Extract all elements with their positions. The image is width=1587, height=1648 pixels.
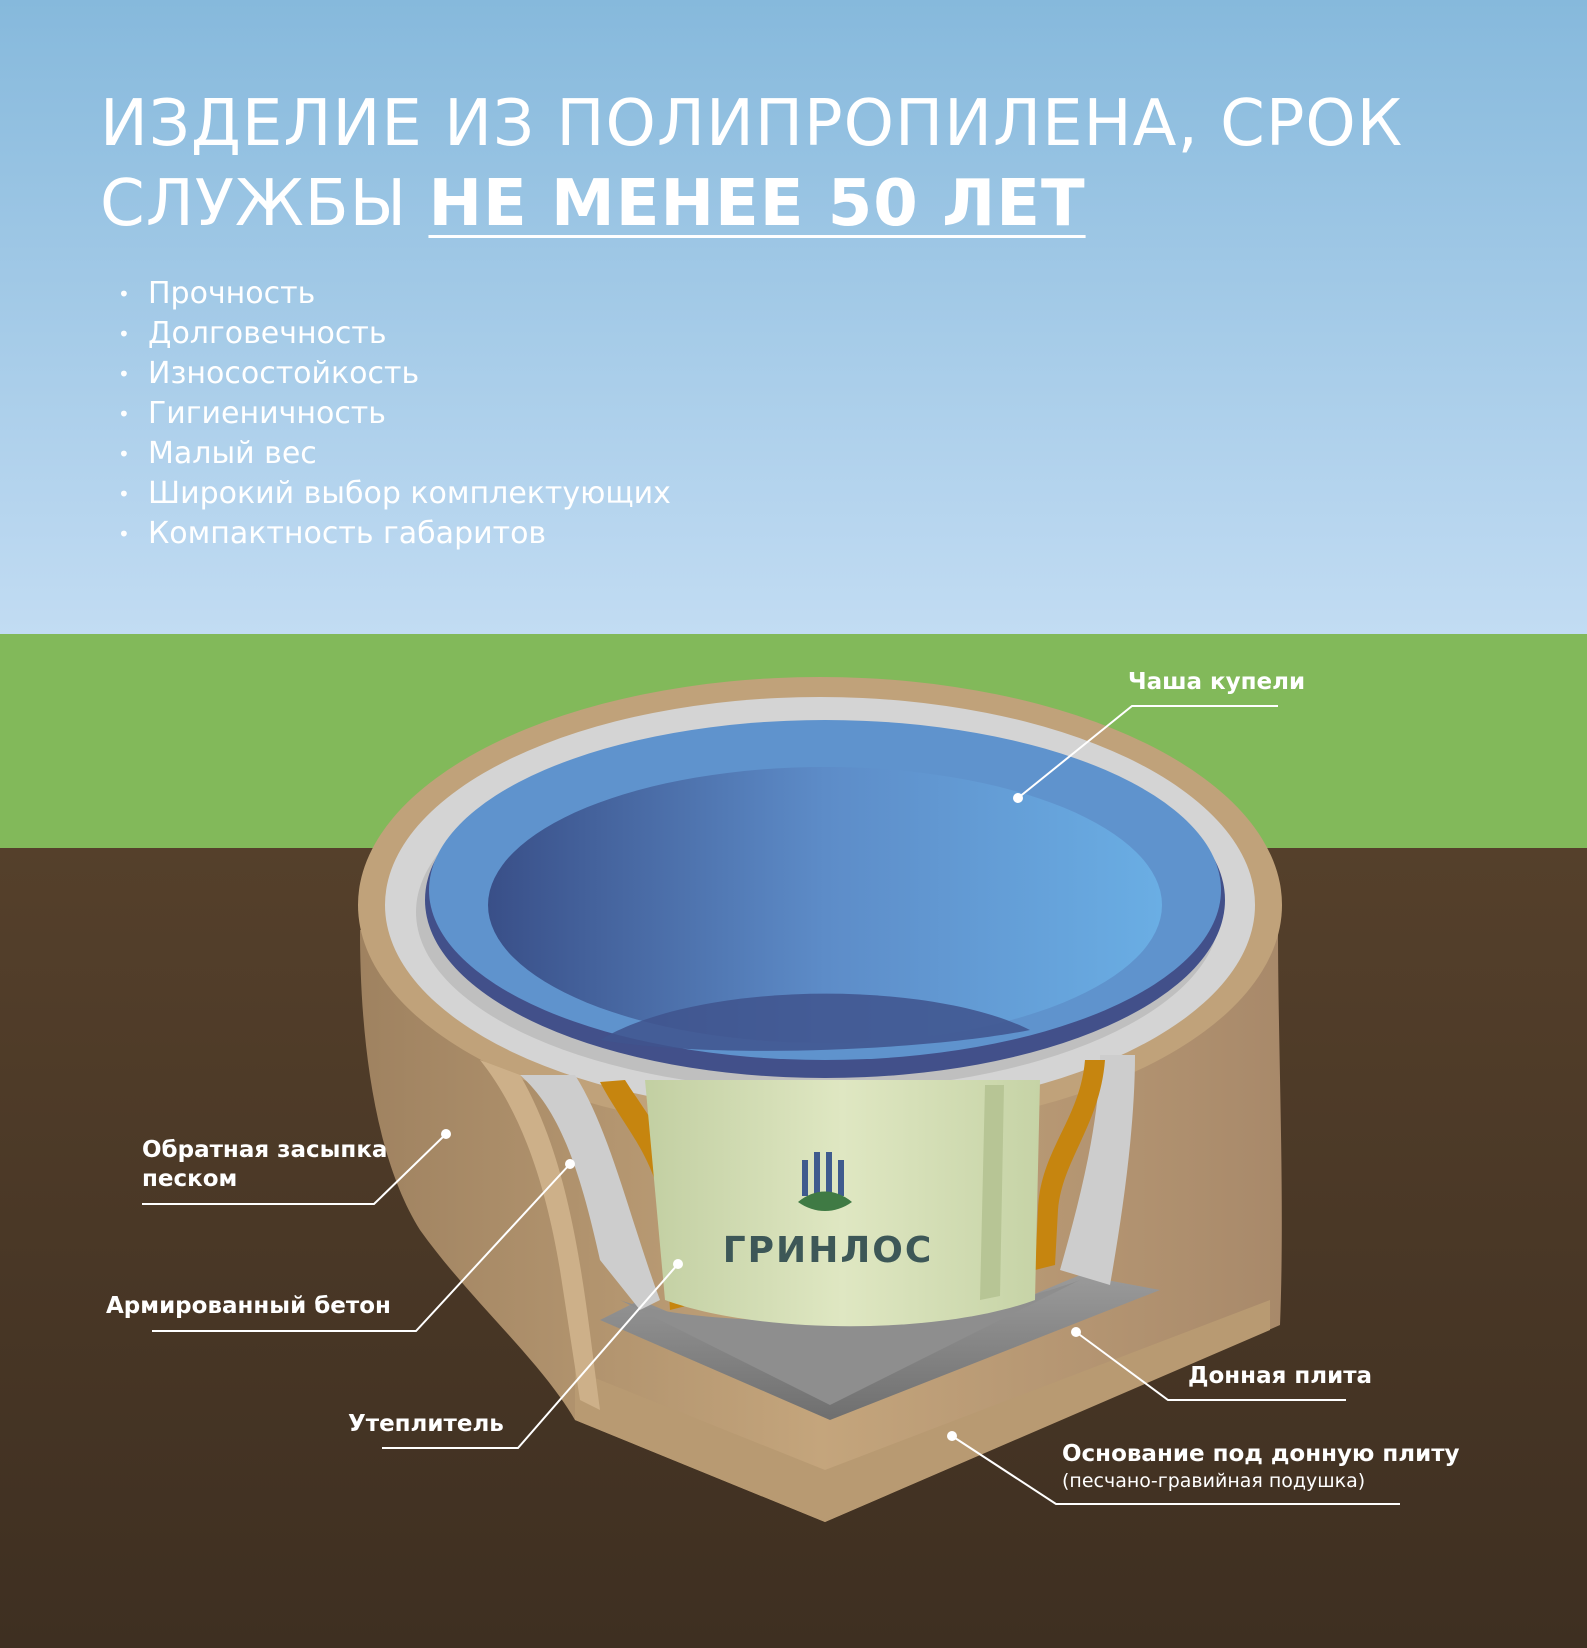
- bottom-slab-cut: [600, 1275, 1160, 1420]
- insulation-right: [1035, 1060, 1105, 1270]
- label-insulation: Утеплитель: [348, 1411, 504, 1437]
- bowl-inside: [488, 767, 1162, 1043]
- feature-item: Широкий выбор комплектующих: [118, 474, 671, 514]
- leader-lines: [142, 705, 1400, 1505]
- leader-bowl: [1017, 705, 1278, 799]
- label-base-title: Основание под донную плиту: [1062, 1441, 1460, 1467]
- bowl-floor: [600, 993, 1030, 1051]
- brand-logo-icon: [798, 1152, 852, 1211]
- leader-bottom-plate: [1075, 1331, 1346, 1401]
- label-backfill-line-1: Обратная засыпка: [142, 1137, 388, 1163]
- feature-item: Гигиеничность: [118, 394, 671, 434]
- dot-bottom-plate: [1071, 1327, 1081, 1337]
- brand-name: ГРИНЛОС: [723, 1230, 934, 1271]
- headline-line-2-prefix: СЛУЖБЫ: [100, 167, 429, 241]
- label-base-subtitle: (песчано-гравийная подушка): [1062, 1470, 1366, 1492]
- leader-base: [951, 1435, 1400, 1505]
- headline-line-2: СЛУЖБЫ НЕ МЕНЕЕ 50 ЛЕТ: [100, 164, 1500, 244]
- leader-backfill: [142, 1133, 447, 1205]
- dot-base: [947, 1431, 957, 1441]
- headline: ИЗДЕЛИЕ ИЗ ПОЛИПРОПИЛЕНА, СРОК СЛУЖБЫ НЕ…: [100, 84, 1500, 244]
- dot-bowl: [1013, 793, 1023, 803]
- leader-insulation: [382, 1263, 679, 1449]
- feature-item: Прочность: [118, 274, 671, 314]
- dot-backfill: [441, 1129, 451, 1139]
- dot-concrete: [565, 1159, 575, 1169]
- base-cushion-cut: [575, 1300, 1270, 1522]
- headline-emphasis: НЕ МЕНЕЕ 50 ЛЕТ: [428, 167, 1086, 241]
- leader-concrete: [152, 1163, 571, 1332]
- concrete-wall-left: [520, 1075, 660, 1310]
- tank-rib: [980, 1085, 1004, 1300]
- dot-insulation: [673, 1259, 683, 1269]
- concrete-wall-right: [1060, 1055, 1135, 1285]
- feature-item: Малый вес: [118, 434, 671, 474]
- sand-cut-left: [480, 1060, 600, 1410]
- label-bowl: Чаша купели: [1128, 669, 1306, 695]
- feature-item: Долговечность: [118, 314, 671, 354]
- label-bottom-plate: Донная плита: [1188, 1363, 1373, 1389]
- feature-item: Компактность габаритов: [118, 514, 671, 554]
- leader-dots: [441, 793, 1081, 1441]
- headline-line-1: ИЗДЕЛИЕ ИЗ ПОЛИПРОПИЛЕНА, СРОК: [100, 87, 1404, 161]
- label-concrete: Армированный бетон: [106, 1293, 391, 1319]
- label-backfill: Обратная засыпка песком: [142, 1136, 387, 1194]
- feature-item: Износостойкость: [118, 354, 671, 394]
- label-base: Основание под донную плиту (песчано-грав…: [1062, 1440, 1460, 1493]
- label-backfill-line-2: песком: [142, 1166, 238, 1192]
- feature-list: Прочность Долговечность Износостойкость …: [118, 274, 671, 554]
